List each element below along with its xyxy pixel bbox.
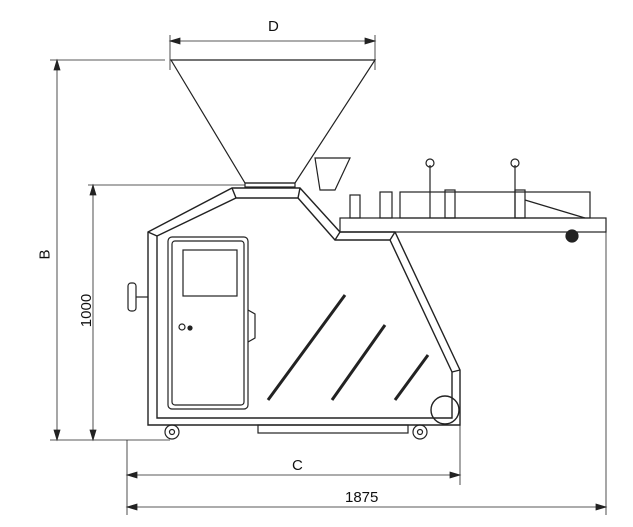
dimension-c-label: C <box>292 457 303 474</box>
dimension-b-label: B <box>36 249 54 260</box>
handwheel <box>127 282 148 312</box>
machine-body <box>147 187 461 426</box>
vent-slots <box>266 294 430 401</box>
dimension-1000-label: 1000 <box>78 293 96 328</box>
dimension-lines <box>50 35 608 515</box>
dimension-1875-label: 1875 <box>345 489 379 506</box>
dimension-d-label: D <box>268 18 279 35</box>
control-door <box>167 236 256 410</box>
wheels <box>164 424 428 440</box>
conveyor <box>314 157 607 243</box>
hopper <box>169 59 377 188</box>
